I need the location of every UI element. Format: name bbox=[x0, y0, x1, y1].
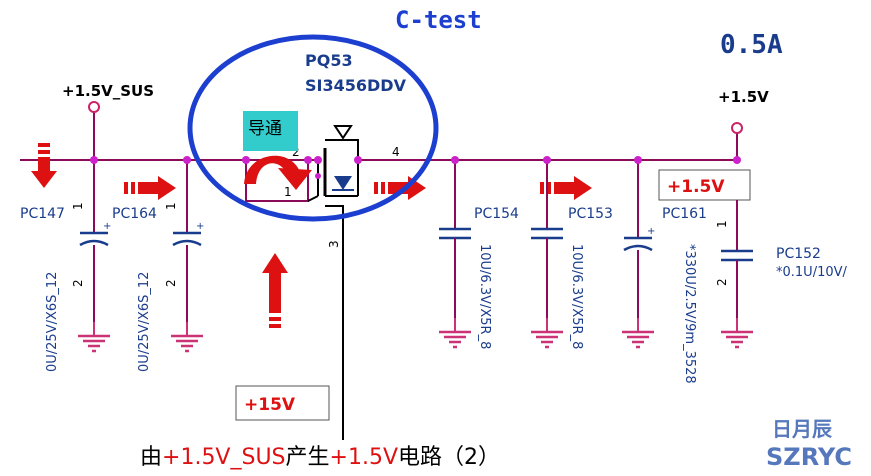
pc153-ref: PC153 bbox=[568, 206, 613, 222]
pin-2: 2 bbox=[292, 145, 300, 159]
caption: 由+1.5V_SUS产生+1.5V电路（2） bbox=[140, 445, 500, 470]
pc147-value: 0U/25V/X6S_12 bbox=[45, 272, 60, 372]
on-state-label: 导通 bbox=[248, 119, 282, 139]
watermark-en: SZRYC bbox=[766, 443, 852, 471]
supply-sus-terminal bbox=[88, 101, 100, 113]
pc164-ref: PC164 bbox=[112, 206, 157, 222]
current-arrow-right-2 bbox=[374, 176, 426, 200]
capacitor-pc153 bbox=[529, 160, 565, 349]
pin-3: 3 bbox=[327, 240, 341, 248]
pc152-ref: PC152 bbox=[776, 246, 821, 262]
watermark-cn: 日月辰 bbox=[772, 417, 833, 441]
current-arrow-right-1 bbox=[124, 176, 176, 200]
supply-out-label: +1.5V bbox=[718, 88, 769, 106]
gate-callout-label: +15V bbox=[244, 395, 296, 415]
pc153-value: 10U/6.3V/X5R_8 bbox=[569, 244, 584, 349]
svg-text:2: 2 bbox=[71, 279, 85, 287]
svg-text:1: 1 bbox=[715, 220, 729, 228]
gate-callout-box bbox=[235, 385, 330, 421]
mosfet-pq53 bbox=[245, 125, 359, 440]
supply-out-terminal bbox=[731, 122, 743, 134]
diagram-title: C-test bbox=[395, 6, 482, 34]
caption-src: +1.5V_SUS bbox=[162, 445, 286, 470]
pc152-value: *0.1U/10V/ bbox=[776, 265, 848, 280]
capacitor-pc161 bbox=[620, 160, 657, 349]
mosfet-part: SI3456DDV bbox=[305, 76, 407, 95]
pc154-value: 10U/6.3V/X5R_8 bbox=[477, 244, 492, 349]
pc161-value: *330U/2.5V/9m_3528 bbox=[682, 244, 697, 384]
capacitor-pc147: 1 2 bbox=[71, 160, 113, 353]
pc161-ref: PC161 bbox=[662, 206, 707, 222]
junction-nodes bbox=[90, 156, 741, 179]
caption-dst: +1.5V bbox=[330, 445, 398, 470]
current-arrow-down bbox=[31, 143, 57, 188]
supply-sus-label: +1.5V_SUS bbox=[62, 82, 154, 100]
mosfet-ref: PQ53 bbox=[305, 51, 353, 70]
highlight-ellipse bbox=[187, 34, 439, 222]
pc147-ref: PC147 bbox=[20, 206, 65, 222]
caption-mid: 产生 bbox=[286, 445, 330, 470]
pc164-value: 0U/25V/X6S_12 bbox=[137, 272, 152, 372]
capacitor-pc164: 1 2 bbox=[164, 160, 206, 353]
pc154-ref: PC154 bbox=[474, 206, 519, 222]
current-label: 0.5A bbox=[720, 30, 783, 60]
svg-text:2: 2 bbox=[164, 279, 178, 287]
output-callout-box bbox=[658, 169, 751, 201]
svg-text:2: 2 bbox=[715, 278, 729, 286]
on-state-badge bbox=[243, 111, 298, 151]
pin-1: 1 bbox=[284, 185, 292, 199]
svg-text:1: 1 bbox=[71, 202, 85, 210]
caption-post: 电路（2） bbox=[398, 445, 500, 470]
caption-pre: 由 bbox=[140, 445, 162, 470]
capacitor-pc152: 1 2 bbox=[715, 200, 755, 349]
current-arrow-up bbox=[262, 253, 288, 328]
output-callout-label: +1.5V bbox=[667, 177, 725, 197]
capacitor-pc154 bbox=[437, 160, 473, 349]
current-arrow-curved bbox=[244, 155, 312, 190]
pin-4: 4 bbox=[392, 145, 400, 159]
svg-text:1: 1 bbox=[164, 202, 178, 210]
